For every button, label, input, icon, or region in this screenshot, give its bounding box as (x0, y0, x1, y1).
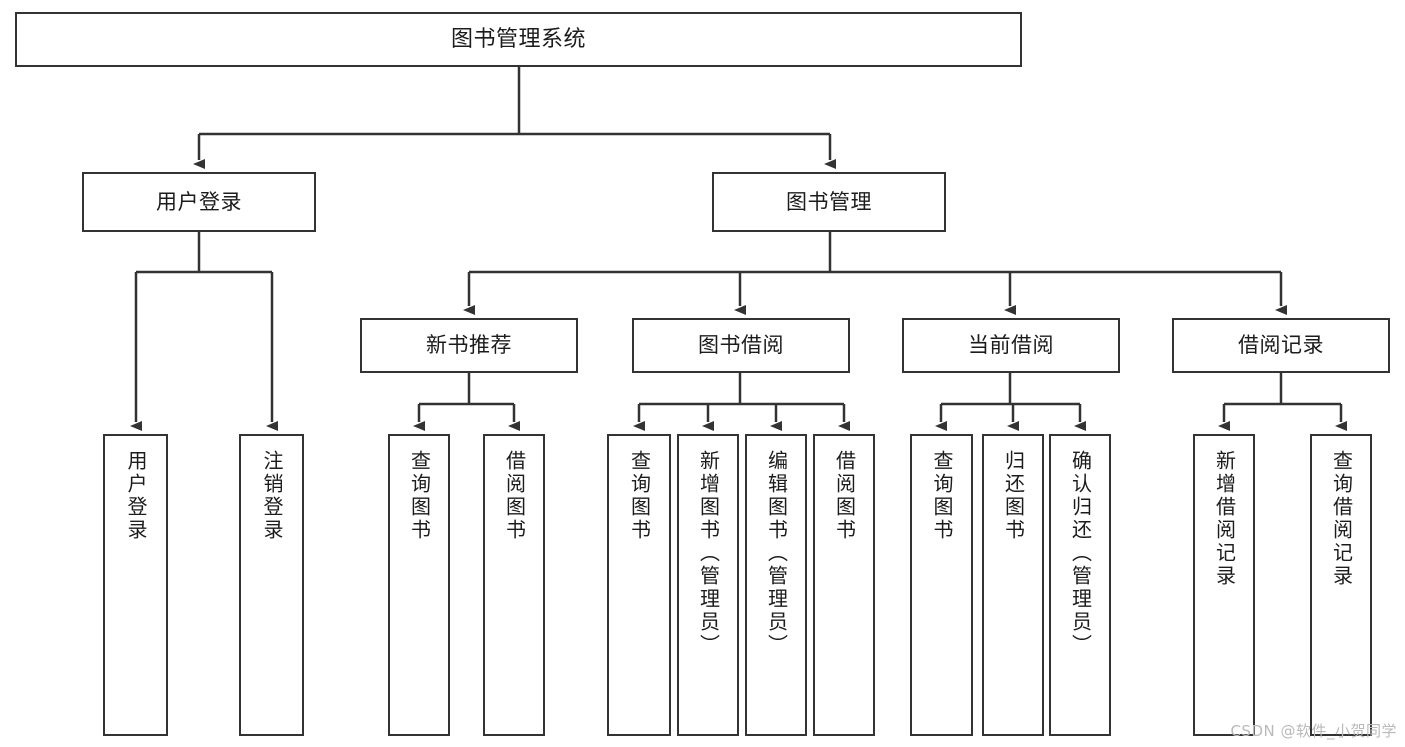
node-root-system[interactable]: 图书管理系统 (15, 12, 1022, 67)
node-leaf-add-book-admin[interactable]: 新增图书（管理员） (677, 434, 739, 736)
node-label: 归还图书 (1001, 450, 1026, 542)
node-label: 新书推荐 (426, 333, 512, 358)
node-label: 借阅图书 (502, 450, 527, 542)
node-label: 确认归还（管理员） (1068, 450, 1093, 657)
node-label: 编辑图书（管理员） (764, 450, 789, 657)
node-borrow-record[interactable]: 借阅记录 (1172, 318, 1390, 373)
node-label: 查询图书 (407, 450, 432, 542)
node-label: 注销登录 (260, 450, 284, 542)
node-label: 查询图书 (627, 450, 652, 542)
node-leaf-query-book-3[interactable]: 查询图书 (910, 434, 973, 736)
node-label: 借阅记录 (1238, 333, 1324, 358)
watermark: CSDN @软件_小贺同学 (1230, 722, 1397, 740)
node-leaf-borrow-book-1[interactable]: 借阅图书 (483, 434, 545, 736)
node-leaf-return-book[interactable]: 归还图书 (982, 434, 1044, 736)
node-leaf-add-borrow-record[interactable]: 新增借阅记录 (1193, 434, 1255, 736)
node-label: 用户登录 (124, 450, 148, 542)
node-label: 当前借阅 (968, 333, 1054, 358)
node-user-login[interactable]: 用户登录 (82, 172, 316, 232)
node-leaf-logout-login[interactable]: 注销登录 (239, 434, 304, 736)
node-book-management[interactable]: 图书管理 (712, 172, 946, 232)
node-label: 用户登录 (156, 189, 242, 214)
node-book-borrow[interactable]: 图书借阅 (632, 318, 850, 373)
node-label: 图书管理 (786, 189, 872, 214)
node-new-book-recommend[interactable]: 新书推荐 (360, 318, 578, 373)
node-label: 查询图书 (930, 450, 954, 542)
node-label: 新增借阅记录 (1212, 450, 1237, 588)
node-leaf-edit-book-admin[interactable]: 编辑图书（管理员） (745, 434, 807, 736)
node-current-borrow[interactable]: 当前借阅 (902, 318, 1120, 373)
node-label: 图书借阅 (698, 333, 784, 358)
node-leaf-user-login[interactable]: 用户登录 (103, 434, 168, 736)
node-leaf-query-borrow-record[interactable]: 查询借阅记录 (1310, 434, 1372, 736)
node-leaf-borrow-book-2[interactable]: 借阅图书 (813, 434, 875, 736)
node-leaf-confirm-return-admin[interactable]: 确认归还（管理员） (1049, 434, 1111, 736)
node-leaf-query-book-2[interactable]: 查询图书 (607, 434, 671, 736)
node-label: 新增图书（管理员） (696, 450, 721, 657)
node-label: 图书管理系统 (450, 26, 586, 52)
node-label: 借阅图书 (832, 450, 857, 542)
node-label: 查询借阅记录 (1329, 450, 1354, 588)
node-leaf-query-book-1[interactable]: 查询图书 (388, 434, 450, 736)
